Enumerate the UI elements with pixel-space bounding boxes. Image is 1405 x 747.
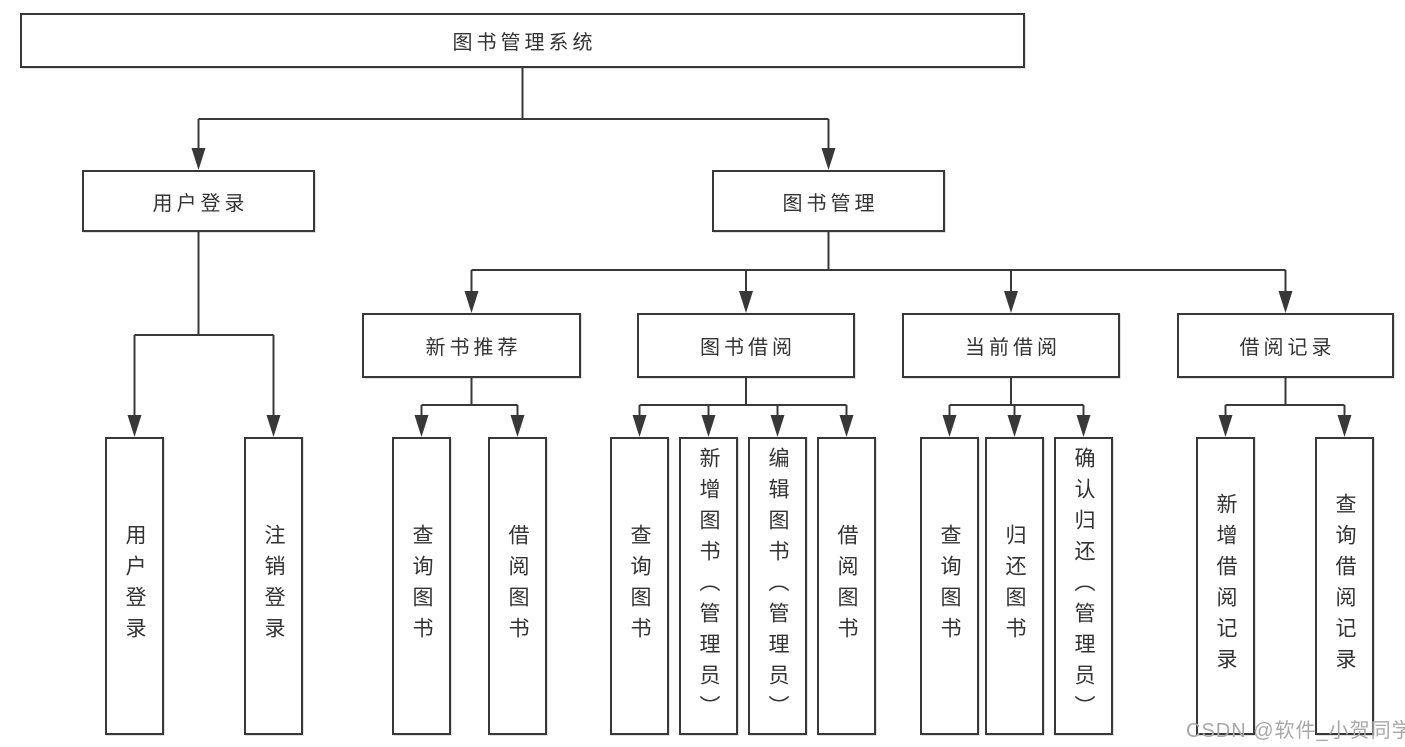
leaf-newbooks-query-label: 查询图书 xyxy=(410,524,433,648)
leaf-current-query: 查询图书 xyxy=(920,437,979,735)
node-user-login-label: 用户登录 xyxy=(152,192,249,215)
node-new-books-label: 新书推荐 xyxy=(425,337,522,359)
leaf-records-add: 新增借阅记录 xyxy=(1196,437,1255,735)
leaf-logout: 注销登录 xyxy=(244,437,303,735)
leaf-current-return: 归还图书 xyxy=(985,437,1044,735)
connector-current-branch xyxy=(942,378,1091,437)
node-borrow: 图书借阅 xyxy=(637,313,855,378)
connector-new-books-branch xyxy=(414,378,525,437)
csdn-watermark: CSDN @软件_小贺同学 xyxy=(1186,720,1405,742)
node-current-label: 当前借阅 xyxy=(965,337,1061,359)
leaf-user-login-label: 用户登录 xyxy=(123,524,146,648)
leaf-current-confirm: 确认归还（管理员） xyxy=(1054,437,1113,735)
leaf-user-login: 用户登录 xyxy=(105,437,164,735)
leaf-current-confirm-label: 确认归还（管理员） xyxy=(1072,446,1095,726)
leaf-records-add-label: 新增借阅记录 xyxy=(1214,493,1237,679)
leaf-logout-label: 注销登录 xyxy=(262,524,285,648)
leaf-borrow-edit-label: 编辑图书（管理员） xyxy=(766,446,789,726)
node-new-books: 新书推荐 xyxy=(362,313,581,378)
node-records-label: 借阅记录 xyxy=(1239,337,1336,359)
node-root: 图书管理系统 xyxy=(20,13,1025,68)
connector-root-to-level2 xyxy=(191,68,836,170)
node-borrow-label: 图书借阅 xyxy=(700,337,796,359)
leaf-newbooks-borrow: 借阅图书 xyxy=(488,437,547,735)
leaf-newbooks-query: 查询图书 xyxy=(392,437,451,735)
leaf-borrow-borrow-label: 借阅图书 xyxy=(835,524,858,648)
leaf-newbooks-borrow-label: 借阅图书 xyxy=(506,524,529,648)
leaf-borrow-add-label: 新增图书（管理员） xyxy=(697,446,720,726)
leaf-borrow-add: 新增图书（管理员） xyxy=(679,437,738,735)
node-book-mgmt: 图书管理 xyxy=(712,170,945,232)
connector-user-login-branch xyxy=(127,232,281,437)
leaf-current-query-label: 查询图书 xyxy=(938,524,961,648)
node-root-label: 图书管理系统 xyxy=(452,32,597,54)
node-user-login: 用户登录 xyxy=(82,170,315,232)
leaf-records-query: 查询借阅记录 xyxy=(1315,437,1374,735)
leaf-borrow-borrow: 借阅图书 xyxy=(817,437,876,735)
leaf-records-query-label: 查询借阅记录 xyxy=(1333,493,1356,679)
leaf-borrow-query-label: 查询图书 xyxy=(628,524,651,648)
connector-records-branch xyxy=(1218,378,1352,437)
leaf-current-return-label: 归还图书 xyxy=(1003,524,1026,648)
leaf-borrow-edit: 编辑图书（管理员） xyxy=(748,437,807,735)
node-book-mgmt-label: 图书管理 xyxy=(782,192,879,215)
leaf-borrow-query: 查询图书 xyxy=(610,437,669,735)
connector-borrow-branch xyxy=(632,378,854,437)
node-current: 当前借阅 xyxy=(902,313,1120,378)
node-records: 借阅记录 xyxy=(1177,313,1394,378)
connector-book-mgmt-branch xyxy=(464,232,1293,313)
